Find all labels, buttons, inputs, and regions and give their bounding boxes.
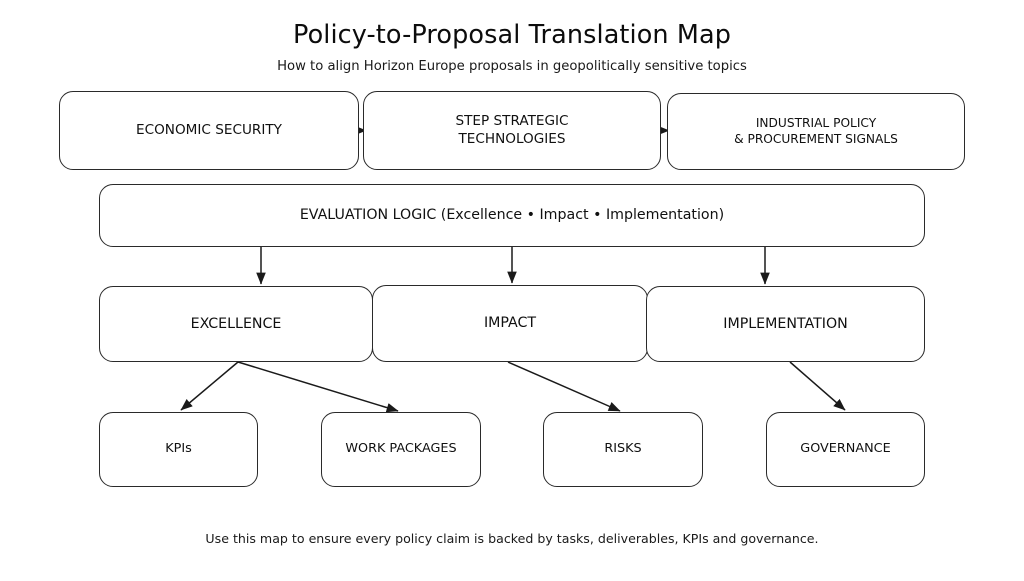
- node-label: GOVERNANCE: [800, 441, 891, 457]
- edge-excellence-to-work-packages: [237, 361, 399, 413]
- node-label: STEP STRATEGIC TECHNOLOGIES: [455, 113, 569, 147]
- node-label: KPIs: [165, 441, 192, 457]
- node-label: EVALUATION LOGIC (Excellence • Impact • …: [299, 207, 725, 224]
- footer-note: Use this map to ensure every policy clai…: [205, 531, 819, 546]
- node-label: EXCELLENCE: [190, 315, 282, 332]
- node-work-packages[interactable]: WORK PACKAGES: [321, 412, 481, 487]
- node-excellence[interactable]: EXCELLENCE: [99, 286, 373, 362]
- page-subtitle: How to align Horizon Europe proposals in…: [277, 59, 747, 74]
- node-step-strategic-technologies[interactable]: STEP STRATEGIC TECHNOLOGIES: [363, 91, 661, 170]
- node-economic-security[interactable]: ECONOMIC SECURITY: [59, 91, 359, 170]
- node-governance[interactable]: GOVERNANCE: [766, 412, 925, 487]
- node-label: ECONOMIC SECURITY: [136, 121, 282, 138]
- node-risks[interactable]: RISKS: [543, 412, 703, 487]
- page-title: Policy-to-Proposal Translation Map: [293, 20, 731, 50]
- node-label: IMPACT: [483, 315, 537, 332]
- node-label: RISKS: [604, 441, 642, 457]
- edge-implementation-to-governance: [789, 361, 846, 411]
- edge-excellence-to-kpis: [180, 361, 239, 411]
- node-kpis[interactable]: KPIs: [99, 412, 258, 487]
- node-label: INDUSTRIAL POLICY & PROCUREMENT SIGNALS: [734, 115, 898, 146]
- node-impact[interactable]: IMPACT: [372, 285, 648, 362]
- node-label: WORK PACKAGES: [345, 441, 457, 457]
- node-implementation[interactable]: IMPLEMENTATION: [646, 286, 925, 362]
- edge-impact-to-risks: [507, 361, 621, 412]
- node-industrial-policy[interactable]: INDUSTRIAL POLICY & PROCUREMENT SIGNALS: [667, 93, 965, 170]
- node-label: IMPLEMENTATION: [723, 315, 848, 332]
- node-evaluation-logic[interactable]: EVALUATION LOGIC (Excellence • Impact • …: [99, 184, 925, 247]
